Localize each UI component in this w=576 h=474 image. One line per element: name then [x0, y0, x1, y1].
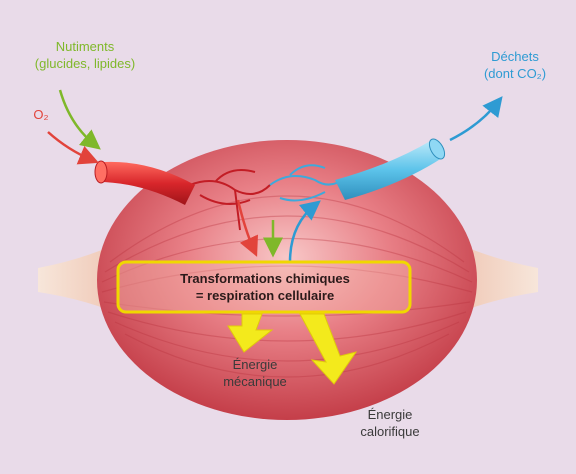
- muscle-belly: [97, 140, 477, 420]
- blue-capillaries: [269, 164, 346, 202]
- nutrients-label-line2: (glucides, lipides): [34, 56, 136, 71]
- nutrients-label-line1: Nutiments: [55, 39, 115, 54]
- nutrients-label: Nutiments (glucides, lipides): [20, 38, 150, 72]
- waste-arrow: [449, 96, 503, 142]
- mech-energy-line1: Énergie: [232, 357, 278, 372]
- waste-label-line2: (dont CO₂): [483, 66, 547, 81]
- artery: [94, 160, 195, 205]
- heat-energy-line2: calorifique: [360, 424, 420, 439]
- transformation-box: [116, 260, 412, 314]
- mechanical-energy-arrow: [227, 313, 274, 353]
- heat-energy-arrow: [299, 313, 358, 385]
- waste-label-line1: Déchets: [491, 49, 539, 64]
- process-line1: Transformations chimiques: [180, 271, 350, 286]
- waste-label: Déchets (dont CO₂): [470, 48, 560, 82]
- heat-energy-line1: Énergie: [367, 407, 413, 422]
- nutrients-arrow: [58, 89, 101, 150]
- process-line2: = respiration cellulaire: [195, 288, 335, 303]
- mech-energy-line2: mécanique: [223, 374, 287, 389]
- heat-energy-label: Énergie calorifique: [340, 406, 440, 440]
- transformation-box-text: Transformations chimiques = respiration …: [122, 264, 408, 310]
- oxygen-label: O₂: [26, 106, 56, 123]
- red-capillaries: [189, 169, 271, 231]
- oxygen-to-box-arrow: [236, 199, 258, 257]
- oxygen-arrow: [47, 131, 99, 165]
- muscle-fibers: [101, 195, 473, 378]
- oxygen-label-text: O₂: [33, 107, 49, 122]
- vein: [335, 138, 446, 200]
- mechanical-energy-label: Énergie mécanique: [205, 356, 305, 390]
- waste-from-box-arrow: [288, 200, 321, 263]
